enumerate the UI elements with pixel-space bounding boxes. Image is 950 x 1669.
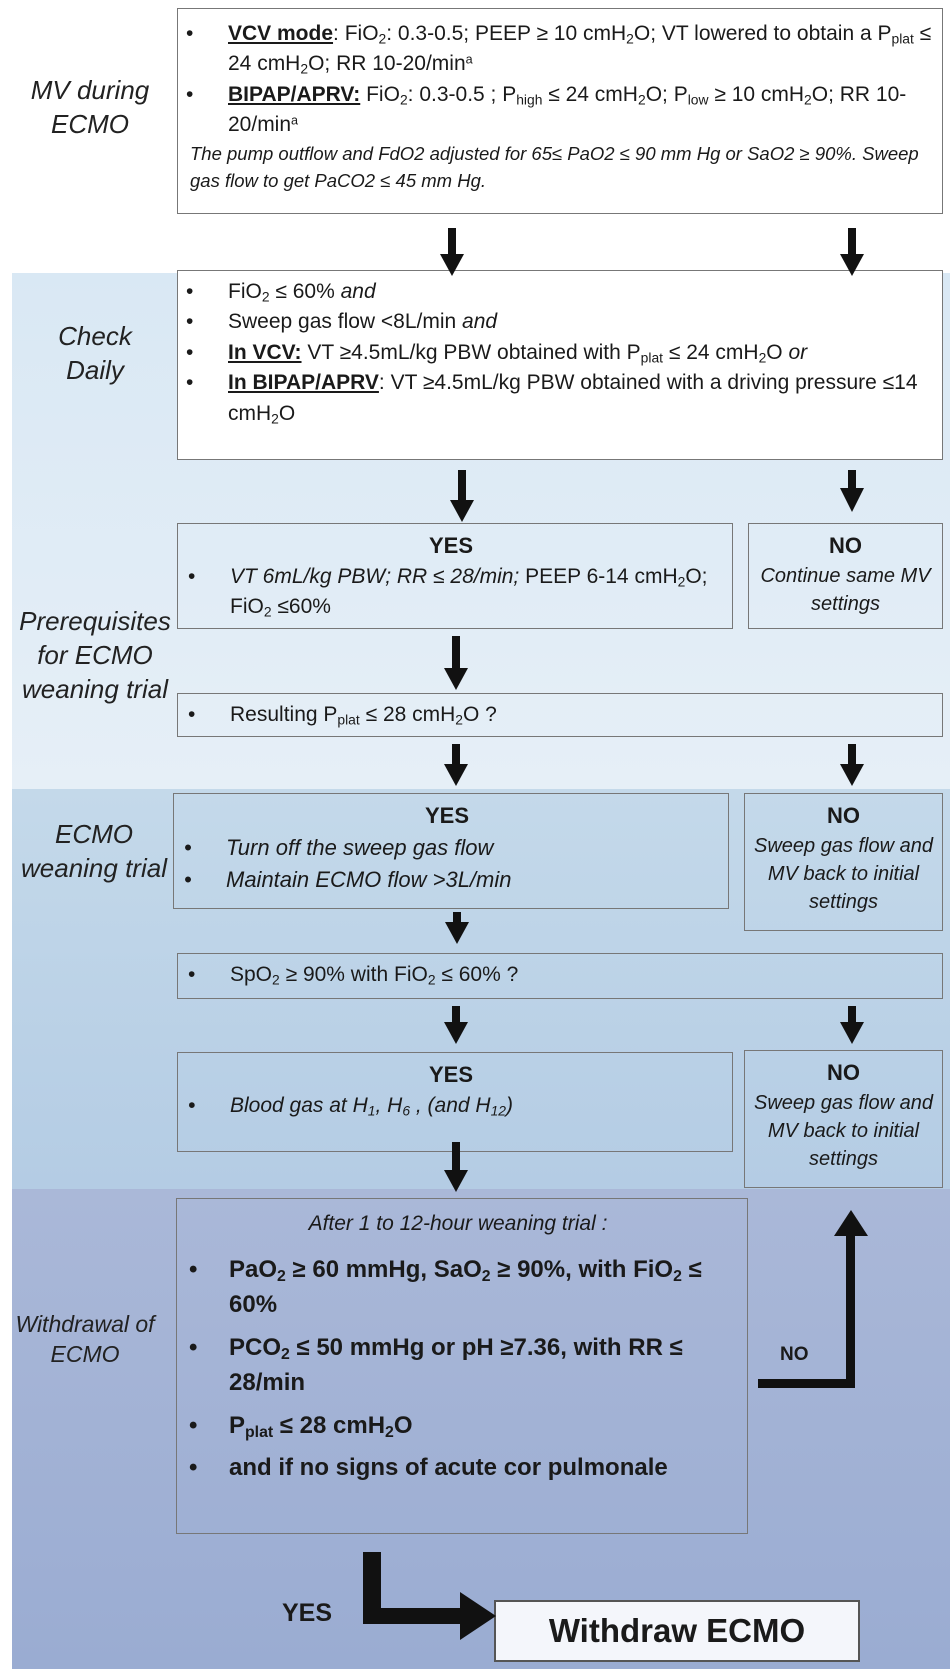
- spo2-question-box: SpO2 ≥ 90% with FiO2 ≤ 60% ?: [177, 953, 943, 999]
- vcv-mode-item: VCV mode: FiO2: 0.3-0.5; PEEP ≥ 10 cmH2O…: [186, 19, 934, 80]
- pplat-question-box: Resulting Pplat ≤ 28 cmH2O ?: [177, 693, 943, 737]
- prereq-no-box: NO Continue same MV settings: [748, 523, 943, 629]
- trial-yes-box: YES Turn off the sweep gas flow Maintain…: [173, 793, 729, 909]
- fio2-criterion: FiO2 ≤ 60% and: [186, 277, 936, 308]
- bipap-mode-label: BIPAP/APRV:: [228, 82, 361, 106]
- trial-no-text: Sweep gas flow and MV back to initial se…: [753, 834, 933, 913]
- trial-no-box: NO Sweep gas flow and MV back to initial…: [744, 793, 943, 931]
- no-label: NO: [780, 1344, 809, 1365]
- prereq-no-text: Continue same MV settings: [760, 564, 931, 615]
- bloodgas-no-text: Sweep gas flow and MV back to initial se…: [753, 1091, 933, 1170]
- prereq-yes-header: YES: [428, 533, 474, 558]
- trial-item-sweep: Turn off the sweep gas flow: [184, 832, 720, 864]
- trial-yes-header: YES: [424, 803, 470, 828]
- sweep-gas-criterion: Sweep gas flow <8L/min and: [186, 307, 936, 338]
- vcv-criterion: In VCV: VT ≥4.5mL/kg PBW obtained with P…: [186, 338, 936, 369]
- bloodgas-item: Blood gas at H1, H6 , (and H12): [188, 1091, 724, 1122]
- criterion-cor-pulmonale: and if no signs of acute cor pulmonale: [189, 1451, 739, 1486]
- stage-prerequisites: Prerequisites for ECMO weaning trial: [19, 606, 171, 704]
- spo2-question: SpO2 ≥ 90% with FiO2 ≤ 60% ?: [188, 960, 942, 991]
- arrow-mv-check-left: [440, 228, 464, 276]
- criterion-pao2: PaO2 ≥ 60 mmHg, SaO2 ≥ 90%, with FiO2 ≤ …: [189, 1253, 739, 1323]
- withdrawal-header: After 1 to 12-hour weaning trial :: [308, 1212, 608, 1235]
- bipap-criterion: In BIPAP/APRV: VT ≥4.5mL/kg PBW obtained…: [186, 368, 936, 429]
- criterion-pco2: PCO2 ≤ 50 mmHg or pH ≥7.36, with RR ≤ 28…: [189, 1331, 739, 1401]
- stage-withdrawal: Withdrawal of ECMO: [15, 1311, 155, 1367]
- bloodgas-yes-header: YES: [428, 1062, 474, 1087]
- check-daily-box: FiO2 ≤ 60% and Sweep gas flow <8L/min an…: [177, 270, 943, 460]
- prereq-no-header: NO: [829, 533, 862, 558]
- stage-mv-during-ecmo: MV during ECMO: [30, 75, 150, 139]
- prereq-settings: VT 6mL/kg PBW; RR ≤ 28/min; PEEP 6-14 cm…: [188, 562, 724, 623]
- in-vcv-label: In VCV:: [228, 340, 302, 364]
- withdraw-ecmo-label: Withdraw ECMO: [548, 1612, 806, 1649]
- prereq-yes-box: YES VT 6mL/kg PBW; RR ≤ 28/min; PEEP 6-1…: [177, 523, 733, 629]
- bipap-mode-item: BIPAP/APRV: FiO2: 0.3-0.5 ; Phigh ≤ 24 c…: [186, 80, 934, 141]
- mv-settings-box: VCV mode: FiO2: 0.3-0.5; PEEP ≥ 10 cmH2O…: [177, 8, 943, 214]
- in-bipap-label: In BIPAP/APRV: [228, 371, 379, 395]
- criterion-pplat: Pplat ≤ 28 cmH2O: [189, 1409, 739, 1444]
- trial-no-header: NO: [827, 803, 860, 828]
- arrow-mv-check-right: [840, 228, 864, 276]
- bloodgas-no-header: NO: [827, 1060, 860, 1085]
- pump-outflow-note: The pump outflow and FdO2 adjusted for 6…: [190, 142, 919, 191]
- vcv-mode-label: VCV mode: [228, 22, 334, 45]
- trial-item-flow: Maintain ECMO flow >3L/min: [184, 864, 720, 896]
- withdrawal-criteria-box: After 1 to 12-hour weaning trial : PaO2 …: [176, 1198, 748, 1534]
- bloodgas-no-box: NO Sweep gas flow and MV back to initial…: [744, 1050, 943, 1188]
- stage-weaning-trial: ECMO weaning trial: [21, 819, 167, 883]
- withdraw-ecmo-box: Withdraw ECMO: [494, 1600, 860, 1662]
- stage-check-daily: Check Daily: [58, 321, 132, 385]
- bloodgas-yes-box: YES Blood gas at H1, H6 , (and H12): [177, 1052, 733, 1152]
- pplat-question: Resulting Pplat ≤ 28 cmH2O ?: [188, 700, 942, 731]
- yes-label: YES: [282, 1599, 333, 1627]
